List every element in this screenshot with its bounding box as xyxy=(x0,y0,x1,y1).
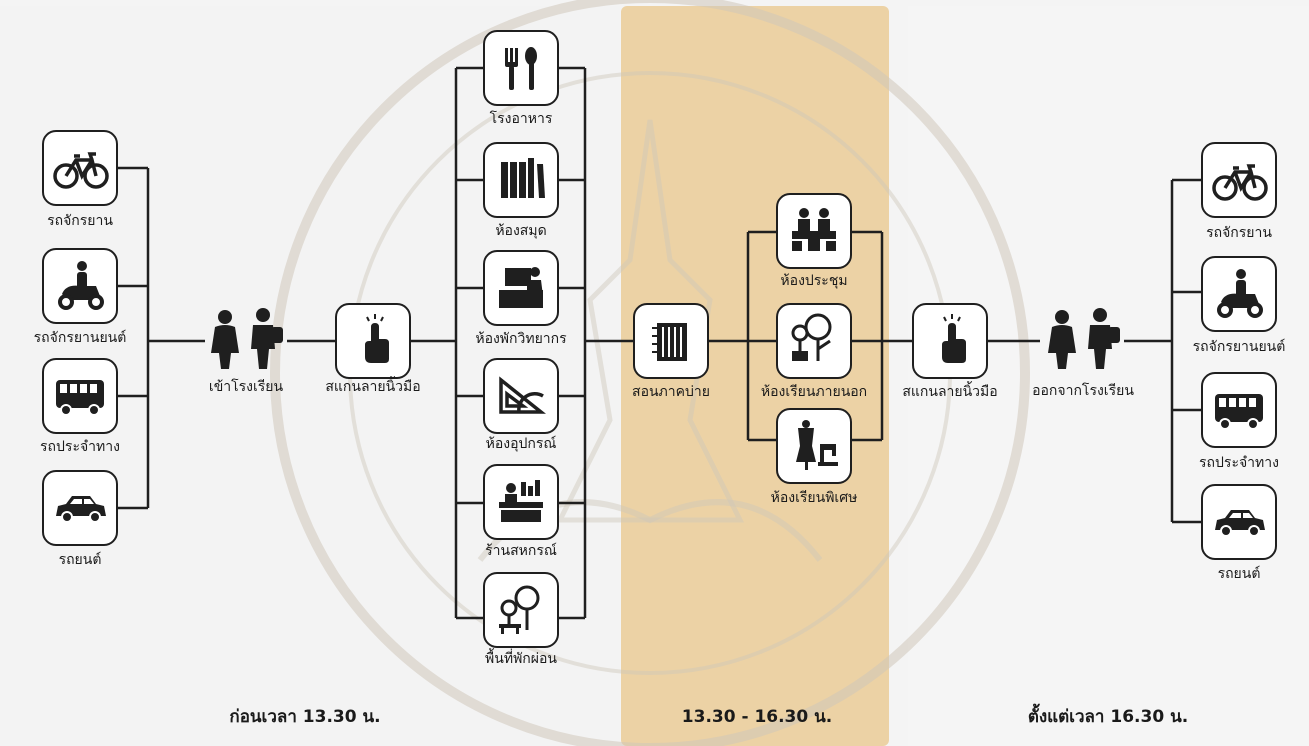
car-icon xyxy=(1215,510,1265,537)
facility-node xyxy=(483,250,559,326)
transport-label: รถจักรยานยนต์ xyxy=(33,330,127,346)
lecture-node xyxy=(633,303,709,379)
scooter-icon xyxy=(58,261,104,310)
transport-label: รถประจำทาง xyxy=(40,439,120,455)
sewing-icon xyxy=(796,420,838,470)
leave-school-label: ออกจากโรงเรียน xyxy=(1032,383,1134,399)
books-icon xyxy=(501,158,545,198)
staff-room-icon xyxy=(499,267,543,308)
bicycle-icon xyxy=(53,152,109,189)
facility-node xyxy=(483,358,559,434)
period-before-label: ก่อนเวลา 13.30 น. xyxy=(229,707,381,727)
fingerprint-scan-icon xyxy=(365,314,389,363)
facility-label: โรงอาหาร xyxy=(489,111,553,127)
transport-label: รถยนต์ xyxy=(1217,566,1261,582)
transport-label: รถจักรยานยนต์ xyxy=(1192,339,1286,355)
transport-node xyxy=(42,358,118,434)
bus-icon xyxy=(1215,394,1263,430)
facility-label: ห้องพักวิทยากร xyxy=(475,331,567,347)
transport-label: รถจักรยาน xyxy=(47,213,113,229)
transport-node xyxy=(1201,372,1277,448)
facility-label: ร้านสหกรณ์ xyxy=(485,543,557,559)
facility-node xyxy=(483,464,559,540)
room-label: ห้องเรียนภายนอก xyxy=(760,384,868,400)
transport-node xyxy=(1201,484,1277,560)
period-after-label: ตั้งแต่เวลา 16.30 น. xyxy=(1027,707,1189,727)
enter-school-label: เข้าโรงเรียน xyxy=(208,379,284,395)
scan-in-label: สแกนลายนิ้วมือ xyxy=(325,379,421,395)
transport-label: รถยนต์ xyxy=(58,552,102,568)
transport-node xyxy=(42,130,118,206)
scan-out-label: สแกนลายนิ้วมือ xyxy=(902,384,998,400)
drafting-tools-icon xyxy=(499,376,546,414)
transport-node xyxy=(42,470,118,546)
facility-node xyxy=(483,572,559,648)
shop-icon xyxy=(499,480,543,522)
transport-node xyxy=(1201,256,1277,332)
transport-label: รถจักรยาน xyxy=(1206,225,1272,241)
park-icon xyxy=(499,585,540,634)
facility-node xyxy=(483,30,559,106)
facility-label: ห้องอุปกรณ์ xyxy=(485,436,557,452)
lecture-label: สอนภาคบ่าย xyxy=(632,384,710,400)
facility-node xyxy=(483,142,559,218)
period-during-label: 13.30 - 16.30 น. xyxy=(681,707,833,727)
transport-label: รถประจำทาง xyxy=(1199,455,1279,471)
car-icon xyxy=(56,496,106,523)
students-icon xyxy=(1048,308,1120,369)
students-icon xyxy=(211,308,283,369)
bicycle-icon xyxy=(1212,164,1268,201)
bus-icon xyxy=(56,380,104,416)
facility-label: พื้นที่พักผ่อน xyxy=(485,651,557,667)
room-node xyxy=(776,408,852,484)
meeting-icon xyxy=(792,208,836,251)
transport-node xyxy=(1201,142,1277,218)
outdoor-class-icon xyxy=(791,313,832,361)
fork-spoon-icon xyxy=(505,47,537,90)
room-node xyxy=(776,303,852,379)
room-node xyxy=(776,193,852,269)
fingerprint-scan-icon xyxy=(942,314,966,363)
transport-node xyxy=(42,248,118,324)
room-label: ห้องเรียนพิเศษ xyxy=(770,490,858,506)
notebook-icon xyxy=(652,323,687,361)
scan-in-node xyxy=(335,303,411,379)
scan-out-node xyxy=(912,303,988,379)
facility-label: ห้องสมุด xyxy=(495,223,547,239)
room-label: ห้องประชุม xyxy=(780,273,848,289)
scooter-icon xyxy=(1217,269,1263,318)
